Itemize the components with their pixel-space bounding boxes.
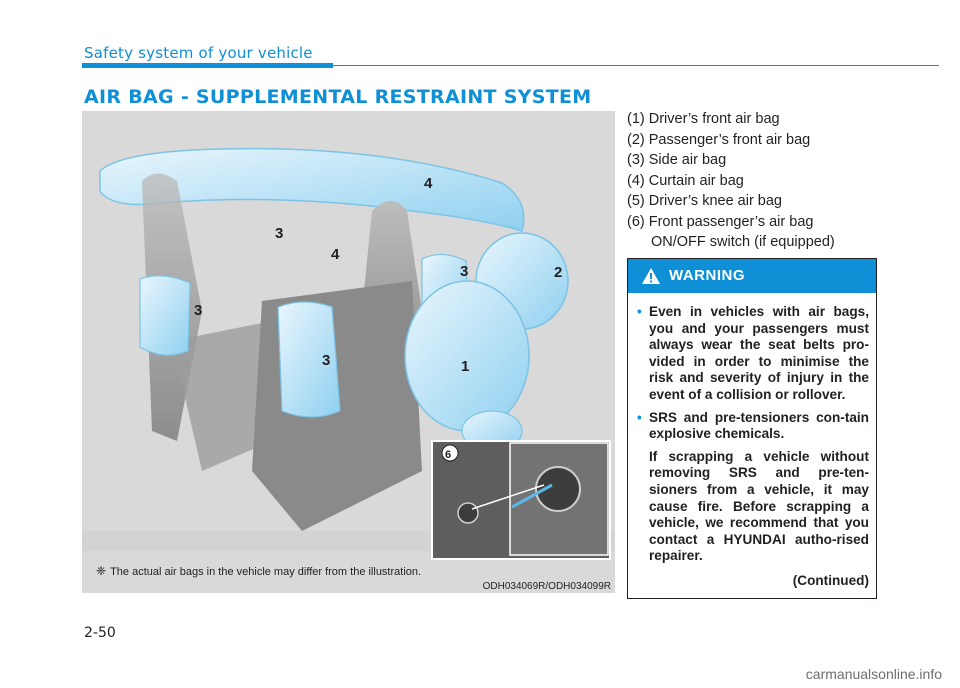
label-rear-side-airbag: 3: [194, 302, 202, 319]
legend-item: (3) Side air bag: [627, 152, 727, 168]
bullet-dot-icon: •: [637, 409, 642, 425]
legend-item: (5) Driver’s knee air bag: [627, 193, 782, 209]
bullet-dot-icon: •: [637, 304, 642, 319]
warning-bullet: • SRS and pre-tensioners con-tain explos…: [637, 410, 869, 443]
switch-dial-zoom: [535, 466, 581, 512]
warning-header: WARNING: [628, 259, 876, 293]
legend-item-continuation: ON/OFF switch (if equipped): [651, 234, 835, 250]
front-side-airbag-shape: [277, 301, 341, 418]
label-driver-front-airbag: 1: [461, 358, 469, 375]
warning-bullet-text: Even in vehicles with air bags, you and …: [649, 304, 869, 402]
note-mark-icon: ❈: [96, 564, 107, 578]
curtain-airbag-shape: [99, 147, 525, 232]
airbag-illustration-drawing: 4 3 4 3 2 3 3 1 6: [82, 147, 615, 560]
legend-item: (2) Passenger’s front air bag: [627, 131, 811, 148]
main-heading: AIR BAG - SUPPLEMENTAL RESTRAINT SYSTEM: [84, 86, 592, 108]
warning-bullet: • Even in vehicles with air bags, you an…: [637, 304, 869, 404]
label-passenger-front-airbag: 2: [554, 264, 562, 281]
airbag-legend: (1) Driver’s front air bag (2) Passenger…: [627, 109, 835, 253]
label-side-airbag-upper: 3: [275, 225, 283, 242]
warning-box: WARNING • Even in vehicles with air bags…: [627, 258, 877, 599]
continued-label: (Continued): [792, 572, 869, 588]
switch-arrow: [511, 483, 553, 509]
legend-item: (1) Driver’s front air bag: [627, 111, 780, 127]
warning-sub-paragraph: If scrapping a vehicle without removing …: [649, 448, 869, 564]
warning-body: • Even in vehicles with air bags, you an…: [637, 304, 869, 590]
driver-front-airbag-shape: [404, 280, 530, 432]
warning-triangle-icon: [642, 268, 660, 284]
label-front-side-airbag: 3: [322, 352, 330, 369]
label-curtain-airbag-front: 4: [424, 175, 433, 192]
label-curtain-airbag-mid: 4: [331, 246, 340, 263]
page-number: 2-50: [84, 625, 116, 641]
switch-leader-line: [471, 484, 545, 510]
figure-note-text: The actual air bags in the vehicle may d…: [110, 566, 422, 578]
rear-side-airbag-shape: [139, 275, 191, 356]
legend-item: (4) Curtain air bag: [627, 172, 744, 189]
label-onoff-switch: 6: [445, 449, 451, 461]
figure-note: ❈The actual air bags in the vehicle may …: [96, 564, 421, 578]
figure-code: ODH034069R/ODH034099R: [482, 581, 611, 592]
warning-bullet-text: SRS and pre-tensioners con-tain explosiv…: [649, 409, 869, 442]
label-side-airbag-passenger: 3: [460, 263, 468, 280]
airbag-illustration: 4 3 4 3 2 3 3 1 6 ❈The actual air bags i…: [82, 111, 615, 593]
header-rule-thin: [333, 65, 939, 66]
section-title: Safety system of your vehicle: [84, 44, 313, 62]
footer-watermark: carmanualsonline.info: [805, 666, 942, 682]
switch-dial: [457, 502, 479, 524]
warning-title: WARNING: [669, 267, 745, 284]
header-rule-thick: [82, 63, 333, 68]
switch-callout-circle: [441, 444, 459, 462]
legend-item: (6) Front passenger’s air bag: [627, 213, 814, 230]
